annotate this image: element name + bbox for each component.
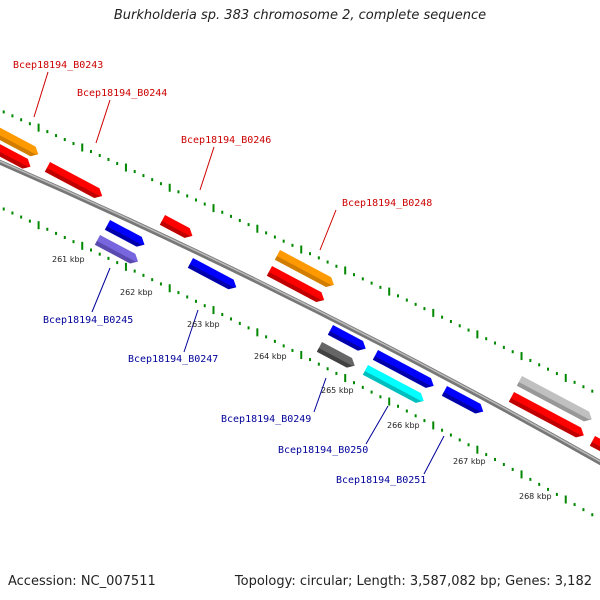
gene-arrow-body [0, 125, 39, 157]
gene-arrow [159, 215, 193, 238]
gene-label-forward[interactable]: Bcep18194_B0246 [181, 135, 271, 146]
gene-arrow-body [441, 386, 484, 414]
gene-arrow [0, 125, 39, 157]
gene-arrow-shade [327, 331, 366, 351]
gene-arrow [94, 235, 139, 264]
leader-line [365, 405, 389, 445]
gene-arrow [0, 142, 31, 169]
tick-label: 267 kbp [453, 457, 486, 466]
gene-arrow-shade [362, 371, 424, 403]
leader-line [183, 309, 199, 353]
gene-arrow-shade [159, 221, 193, 238]
gene-arrow-shade [266, 272, 325, 303]
tick-label: 263 kbp [187, 320, 220, 329]
gene-arrow [589, 436, 600, 453]
gene-arrow-body [0, 142, 31, 169]
gene-arrow-body [316, 342, 355, 368]
gene-arrow [274, 250, 334, 287]
gene-arrow-shade [372, 356, 434, 388]
map-title: Burkholderia sp. 383 chromosome 2, compl… [113, 8, 487, 23]
tick-label: 268 kbp [519, 492, 552, 501]
tick-marks-lower [2, 207, 594, 517]
tick-label: 265 kbp [321, 386, 354, 395]
tick-label: 264 kbp [254, 352, 287, 361]
gene-arrow [441, 386, 484, 414]
gene-arrow-body [327, 325, 366, 351]
gene-arrow [44, 162, 103, 199]
tick-label: 262 kbp [120, 288, 153, 297]
gene-arrow-body [159, 215, 193, 238]
gene-label-forward[interactable]: Bcep18194_B0243 [13, 60, 103, 71]
leader-line [313, 377, 327, 413]
gene-arrow-body [516, 376, 592, 422]
gene-label-forward[interactable]: Bcep18194_B0244 [77, 88, 167, 99]
gene-arrow [372, 350, 434, 388]
gene-arrow-shade [274, 256, 334, 287]
topology-summary: Topology: circular; Length: 3,587,082 bp… [234, 574, 592, 589]
gene-arrow-shade [44, 168, 103, 199]
tick-marks-upper [2, 110, 594, 393]
gene-arrow [266, 266, 325, 303]
gene-arrow-body [266, 266, 325, 303]
gene-label-reverse[interactable]: Bcep18194_B0250 [278, 445, 368, 456]
leader-line [319, 209, 337, 251]
accession-text: Accession: NC_007511 [8, 574, 156, 589]
gene-arrow [316, 342, 355, 368]
gene-arrow-shade [94, 241, 139, 264]
tick-label: 266 kbp [387, 421, 420, 430]
gene-label-forward[interactable]: Bcep18194_B0248 [342, 198, 432, 209]
gene-arrow-shade [316, 348, 355, 368]
leader-line [33, 71, 49, 118]
gene-arrow [516, 376, 592, 422]
gene-arrow [104, 220, 145, 247]
gene-label-reverse[interactable]: Bcep18194_B0249 [221, 414, 311, 425]
gene-features [0, 125, 600, 453]
gene-arrow-body [362, 365, 424, 403]
gene-arrow-body [44, 162, 103, 199]
gene-arrow-shade [441, 392, 484, 414]
gene-arrow [362, 365, 424, 403]
gene-arrow-body [94, 235, 139, 264]
gene-label-reverse[interactable]: Bcep18194_B0251 [336, 475, 426, 486]
label-leader-lines [33, 71, 445, 475]
gene-arrow-shade [508, 398, 584, 438]
gene-arrow-shade [0, 148, 31, 169]
leader-line [95, 99, 111, 144]
gene-arrow-body [508, 392, 584, 438]
gene-arrow-shade [104, 226, 145, 247]
gene-label-reverse[interactable]: Bcep18194_B0247 [128, 354, 218, 365]
leader-line [423, 435, 445, 475]
leader-line [91, 267, 111, 313]
gene-arrow [187, 258, 237, 290]
tick-label: 261 kbp [52, 255, 85, 264]
gene-arrow [327, 325, 366, 351]
gene-arrow-body [104, 220, 145, 247]
gene-arrow-body [372, 350, 434, 388]
gene-arrow-shade [516, 382, 592, 422]
gene-label-reverse[interactable]: Bcep18194_B0245 [43, 315, 133, 326]
gene-arrow-shade [187, 264, 237, 290]
chromosome-backbone-highlight [0, 160, 600, 463]
gene-arrow-shade [0, 131, 39, 157]
gene-arrow [508, 392, 584, 438]
gene-arrow-body [274, 250, 334, 287]
leader-line [199, 146, 215, 191]
gene-arrow-body [187, 258, 237, 290]
chromosome-backbone [0, 159, 600, 466]
